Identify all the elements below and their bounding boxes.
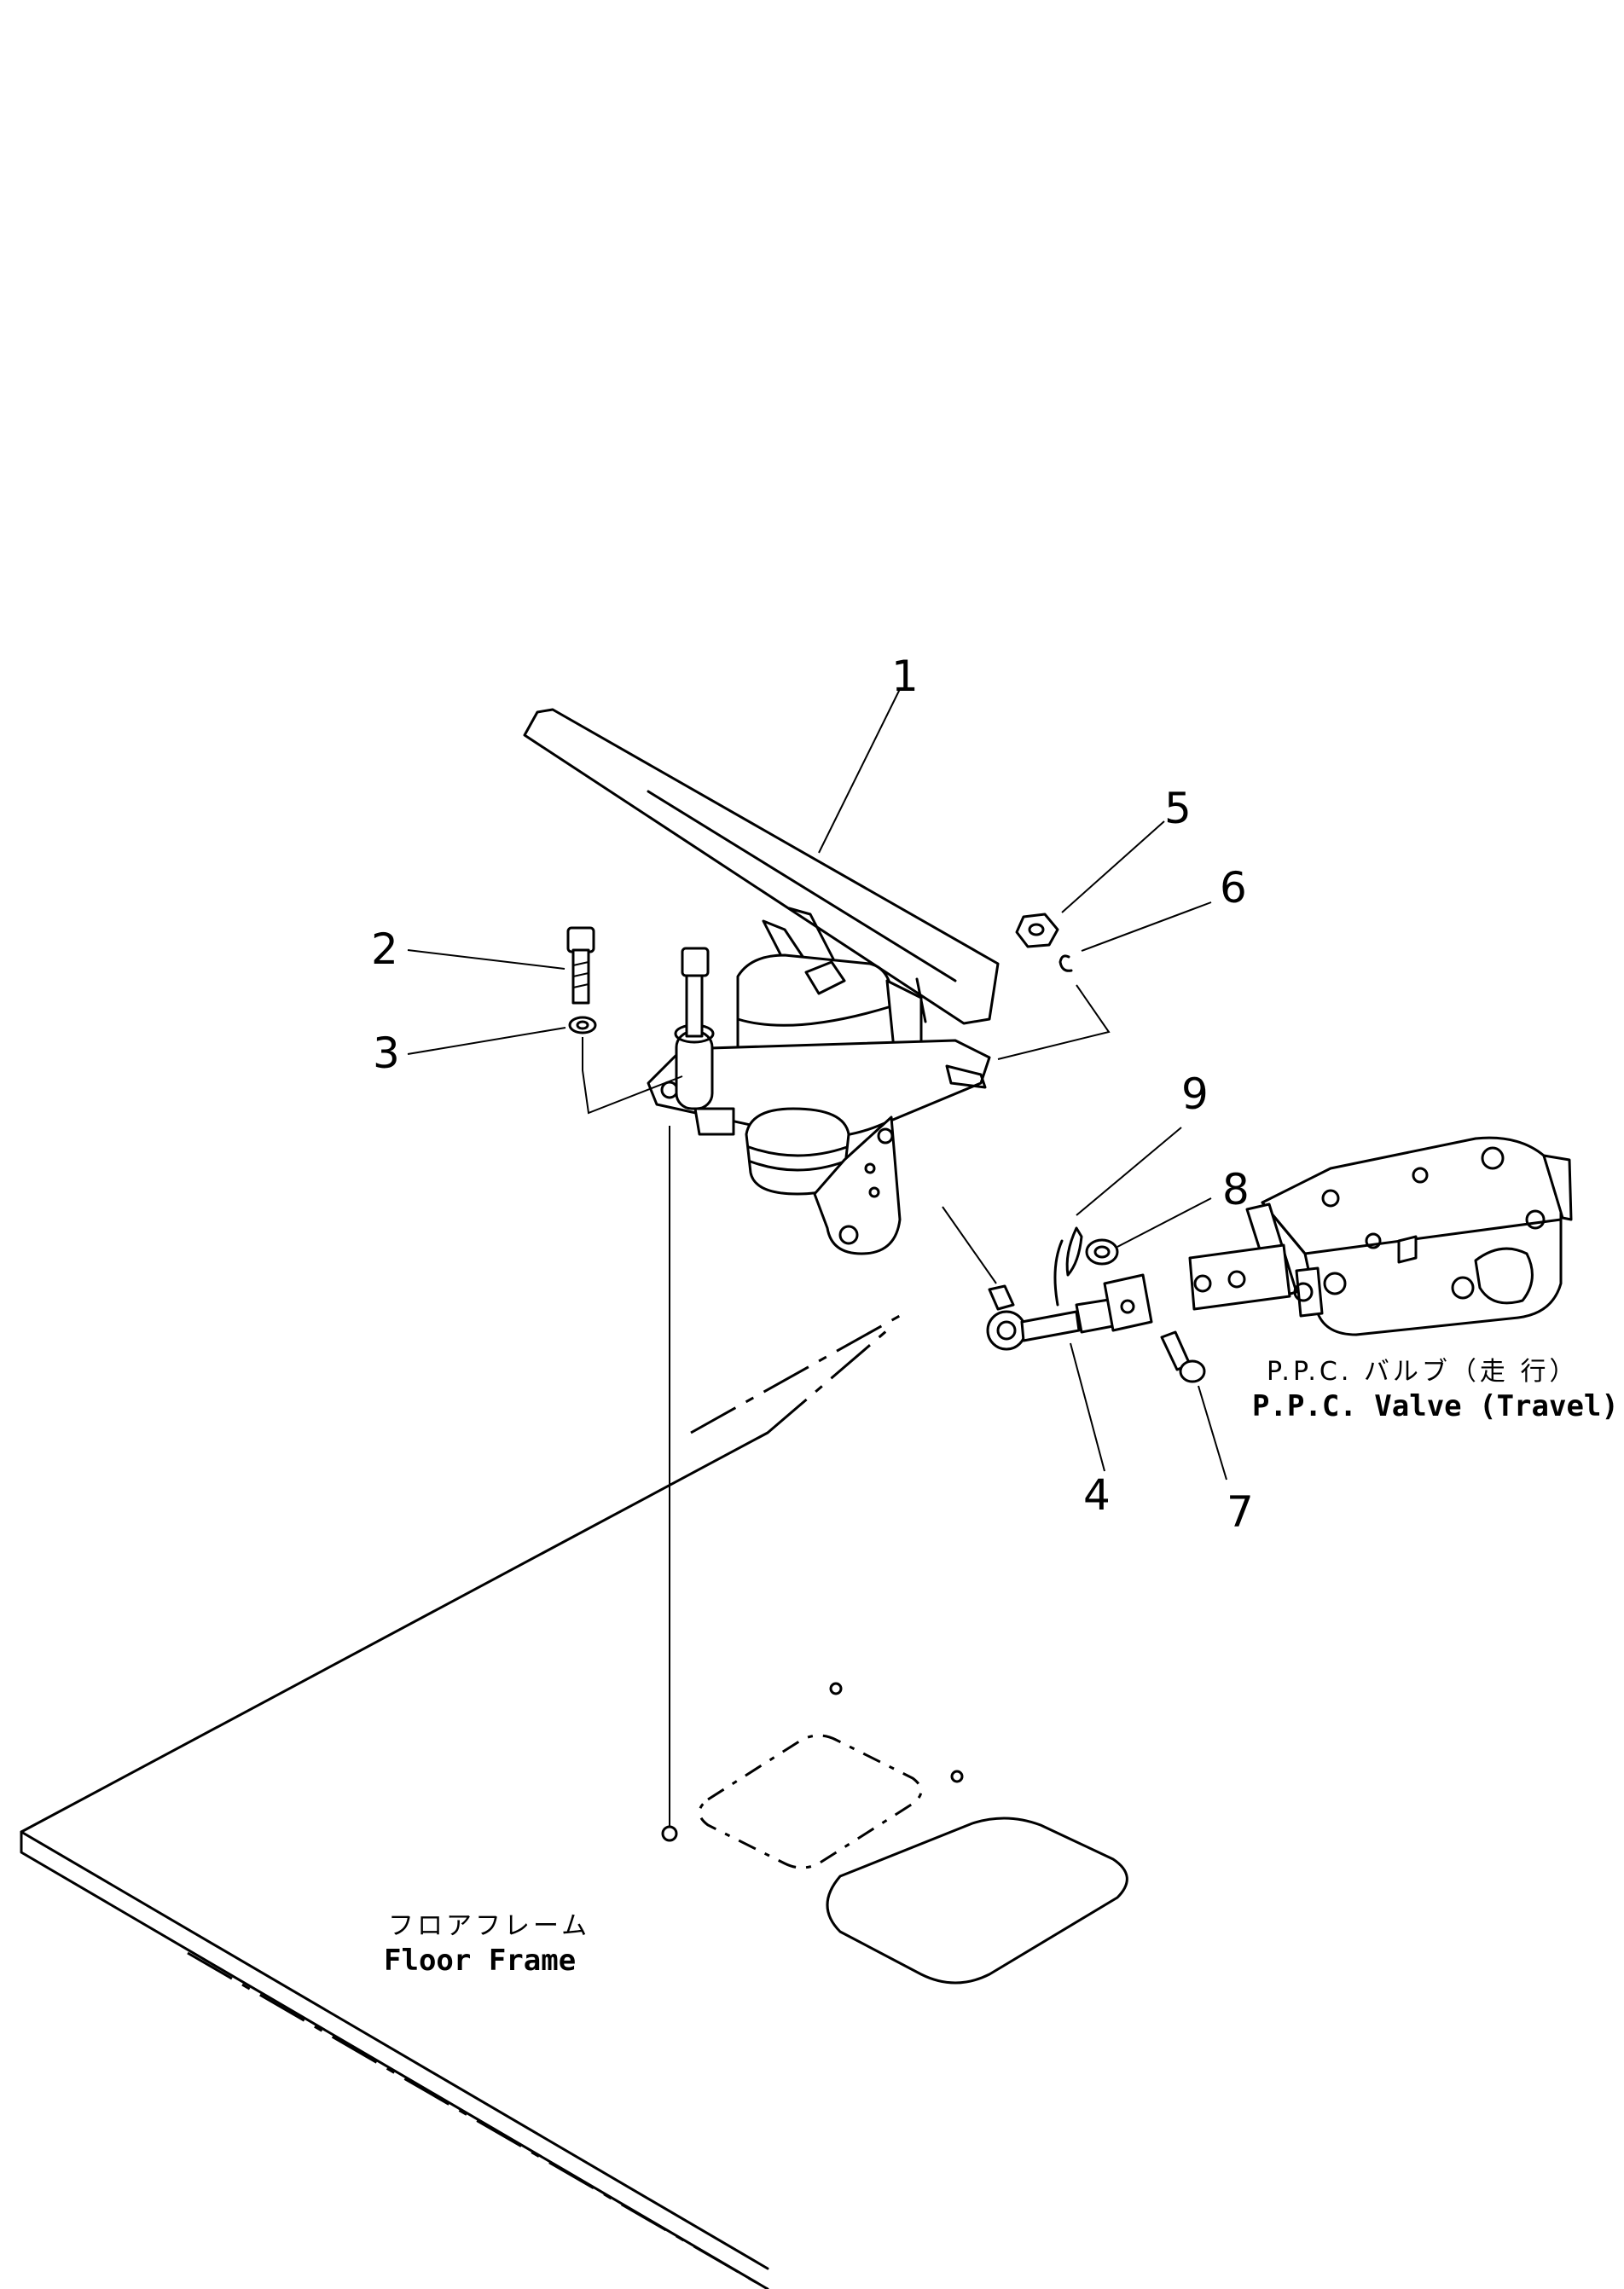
labels: P.P.C. バルブ（走 行） P.P.C. Valve (Travel) フロ… — [384, 1357, 1619, 1978]
callout-6: 6 — [1220, 863, 1247, 913]
pedal-boot — [745, 1107, 850, 1196]
part-8-washer — [1085, 1238, 1119, 1266]
callout-2: 2 — [371, 924, 398, 974]
pedal-pad — [523, 708, 1000, 1025]
callout-4: 4 — [1083, 1470, 1111, 1520]
floor-frame-label-en: Floor Frame — [384, 1944, 576, 1978]
part-3-washer — [568, 1016, 683, 1115]
floor-cutout-2 — [826, 1817, 1128, 1985]
part-2-bolt — [566, 926, 595, 1005]
callout-7: 7 — [1227, 1487, 1254, 1537]
floor-cutout-1 — [698, 1734, 923, 1869]
floor-frame — [20, 1126, 1128, 2289]
ppc-valve — [1188, 1136, 1573, 1336]
callouts: 1 2 3 4 5 6 7 8 9 — [371, 652, 1254, 1537]
part-7-pin — [1160, 1330, 1206, 1383]
part-6-lock-washer — [997, 954, 1111, 1060]
callout-5: 5 — [1164, 784, 1192, 833]
callout-3: 3 — [373, 1029, 400, 1078]
callout-1: 1 — [891, 652, 919, 701]
ppc-valve-label-en: P.P.C. Valve (Travel) — [1252, 1389, 1619, 1423]
part-9-split-pin — [1053, 1226, 1083, 1307]
pedal-lever-bracket — [813, 1116, 902, 1255]
pedal-assembly — [523, 708, 1000, 1255]
callout-8: 8 — [1222, 1165, 1250, 1214]
callout-9: 9 — [1181, 1069, 1209, 1119]
leader-lines — [407, 688, 1227, 1481]
floor-frame-label-jp: フロアフレーム — [388, 1911, 590, 1941]
part-4-rod — [942, 1206, 1153, 1351]
ppc-valve-label-jp: P.P.C. バルブ（走 行） — [1267, 1357, 1578, 1387]
part-5-nut — [1015, 913, 1059, 948]
